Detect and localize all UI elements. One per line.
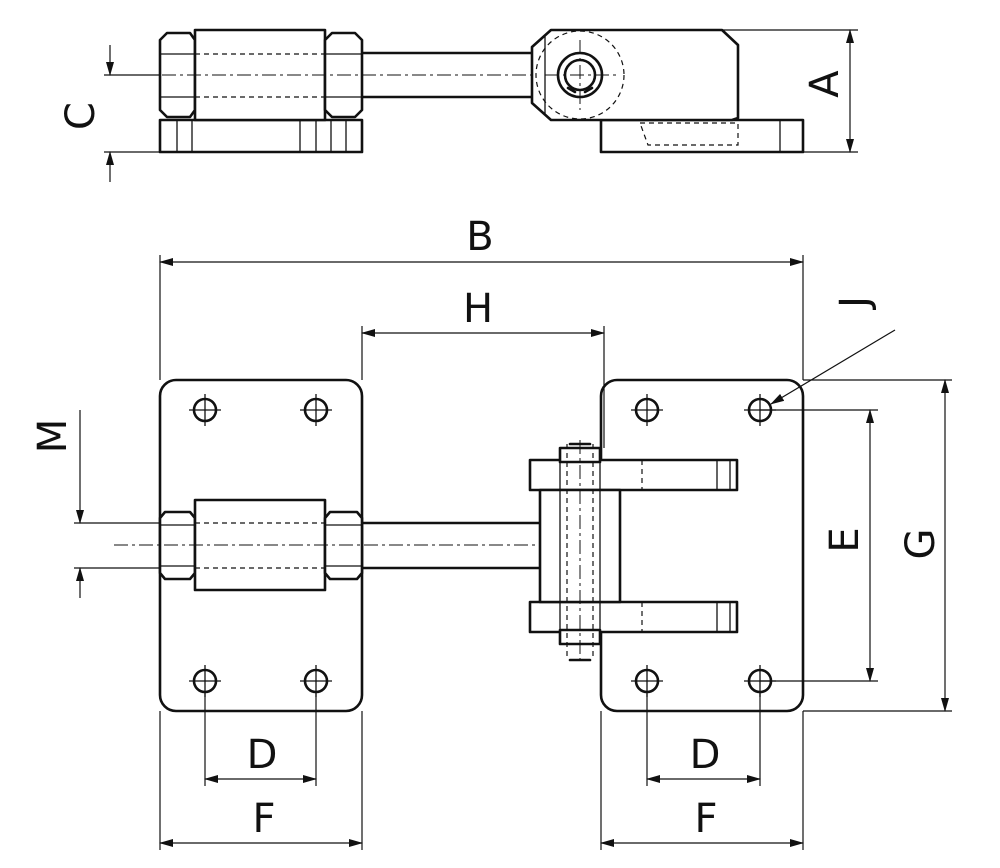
label-e: E xyxy=(822,527,868,552)
dimension-f-right: F xyxy=(600,711,804,850)
dimension-h: H xyxy=(361,286,605,448)
right-base-plate-side xyxy=(599,118,805,154)
left-base-plate-side xyxy=(158,118,364,154)
label-f-left: F xyxy=(252,796,275,842)
label-a: A xyxy=(802,70,848,98)
dimension-a: A xyxy=(722,29,858,153)
label-g: G xyxy=(898,529,944,560)
plan-view xyxy=(114,378,805,713)
dimension-e: E xyxy=(760,409,878,682)
label-h: H xyxy=(463,286,493,332)
dimension-c: C xyxy=(58,45,160,182)
dimension-d-right: D xyxy=(646,692,761,786)
dimension-b: B xyxy=(159,214,804,380)
label-c: C xyxy=(58,102,104,130)
dimension-j: J xyxy=(770,296,896,405)
label-j: J xyxy=(832,296,878,311)
dimension-d-left: D xyxy=(204,692,317,786)
hole-left-top-1 xyxy=(189,394,221,426)
right-mounting-plate xyxy=(599,378,805,713)
hole-left-top-2 xyxy=(300,394,332,426)
label-f-right: F xyxy=(694,796,717,842)
hole-right-top-1 xyxy=(631,394,663,426)
label-m: M xyxy=(30,419,76,454)
label-b: B xyxy=(466,214,493,260)
dimension-m: M xyxy=(30,410,160,598)
clevis-side xyxy=(530,28,740,122)
clevis-fork-plan xyxy=(528,440,739,665)
label-d-right: D xyxy=(690,732,721,778)
dimension-g: G xyxy=(803,379,952,712)
dimension-f-left: F xyxy=(159,711,363,850)
side-view xyxy=(112,28,805,154)
label-d-left: D xyxy=(247,732,278,778)
